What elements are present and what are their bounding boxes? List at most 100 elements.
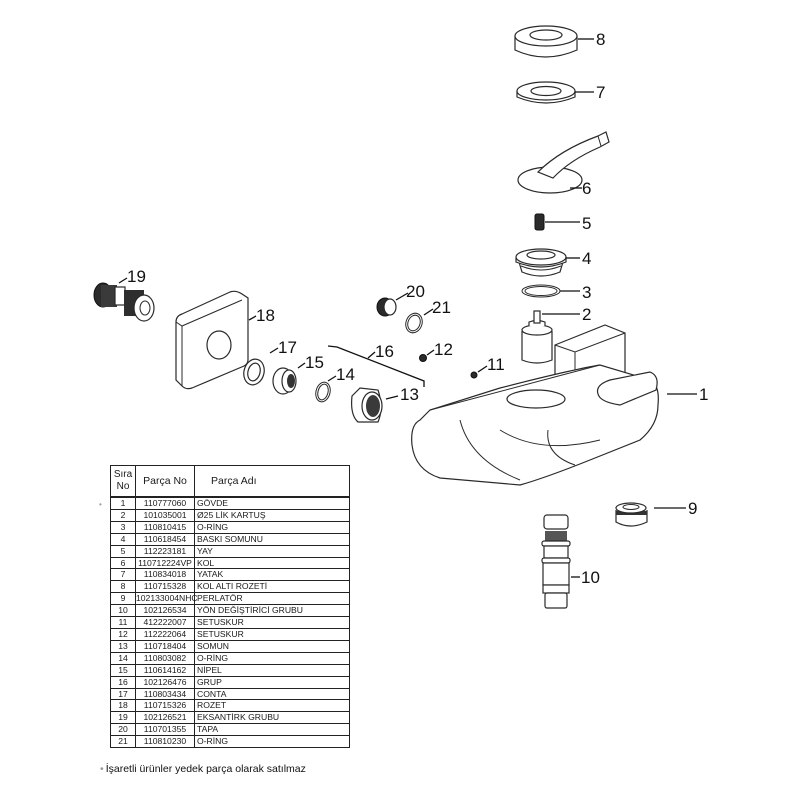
header-sira-line2: No — [116, 481, 130, 492]
row-sira-no: 6 — [110, 556, 136, 570]
row-sira-no: 7 — [110, 568, 136, 582]
row-parca-adi: O-RİNG — [194, 735, 350, 749]
row-parca-no: 110810415 — [135, 520, 195, 534]
part-4-pressure-nut — [515, 248, 567, 277]
row-sira-no: 14 — [110, 651, 136, 665]
part-17-gasket — [243, 358, 265, 386]
part-11-set-screw — [470, 371, 478, 379]
part-20-plug — [376, 297, 397, 317]
row-parca-adi: TAPA — [194, 723, 350, 737]
row-parca-no: 110618454 — [135, 532, 195, 546]
callout-11: 11 — [487, 355, 505, 374]
part-1-body — [411, 324, 659, 486]
callout-19: 19 — [127, 267, 146, 286]
row-parca-adi: SOMUN — [194, 639, 350, 653]
row-parca-adi: Ø25 LİK KARTUŞ — [194, 508, 350, 522]
row-parca-no: 102133004NHC — [135, 592, 198, 606]
header-sira-no: Sıra No — [110, 465, 136, 498]
row-sira-no: 8 — [110, 580, 136, 594]
callout-20: 20 — [406, 282, 425, 301]
callout-18: 18 — [256, 306, 275, 325]
row-parca-no: 110614162 — [135, 663, 195, 677]
row-parca-adi: O-RİNG — [194, 651, 350, 665]
row-sira-no: 17 — [110, 687, 136, 701]
row-parca-adi: ROZET — [194, 699, 350, 713]
callout-21: 21 — [432, 298, 451, 317]
row-parca-no: 110715328 — [135, 580, 195, 594]
leader-12 — [426, 349, 435, 356]
row-parca-adi: O-RİNG — [194, 520, 350, 534]
row-parca-no: 101035001 — [135, 508, 195, 522]
row-parca-adi: YATAK — [194, 568, 350, 582]
leader-17 — [269, 347, 279, 354]
row-parca-no: 110777060 — [135, 496, 195, 510]
row-sira-no: 13 — [110, 639, 136, 653]
callout-4: 4 — [582, 249, 591, 268]
callout-10: 10 — [581, 568, 600, 587]
row-parca-no: 110718404 — [135, 639, 195, 653]
callout-15: 15 — [305, 353, 324, 372]
row-parca-adi: KOL ALTI ROZETİ — [194, 580, 350, 594]
header-sira-line1: Sıra — [113, 469, 133, 480]
row-sira-no: 9 — [110, 592, 136, 606]
row-parca-no: 110715326 — [135, 699, 195, 713]
callout-6: 6 — [582, 179, 591, 198]
row-sira-no: 20 — [110, 723, 136, 737]
row-parca-no: 102126476 — [135, 675, 195, 689]
callout-5: 5 — [582, 214, 591, 233]
row-sira-no: 3 — [110, 520, 136, 534]
row-parca-adi: GÖVDE — [194, 496, 350, 510]
callout-1: 1 — [699, 385, 708, 404]
callout-3: 3 — [582, 283, 591, 302]
row-sira-no: 19 — [110, 711, 136, 725]
callout-16: 16 — [375, 342, 394, 361]
callout-17: 17 — [278, 338, 297, 357]
part-3-o-ring — [521, 284, 561, 298]
row-parca-no: 110803434 — [135, 687, 195, 701]
leader-13 — [385, 395, 399, 400]
callout-7: 7 — [596, 83, 605, 102]
row-sira-no: 11 — [110, 616, 136, 629]
row-sira-no: 18 — [110, 699, 136, 713]
part-5-spring — [534, 213, 545, 231]
header-parca-adi: Parça Adı — [194, 465, 350, 498]
callout-2: 2 — [582, 305, 591, 324]
leader-21 — [423, 308, 434, 316]
row-parca-no: 110712224VP — [135, 556, 195, 570]
part-18-rosette — [175, 290, 249, 390]
part-21-o-ring — [405, 312, 423, 334]
part-12-set-screw — [419, 354, 427, 362]
callout-8: 8 — [596, 30, 605, 49]
row-parca-adi: EKSANTİRK GRUBU — [194, 711, 350, 725]
row-parca-no: 110810230 — [135, 735, 195, 749]
leader-14 — [327, 375, 337, 382]
row-parca-no: 110834018 — [135, 568, 195, 582]
callout-14: 14 — [336, 365, 355, 384]
leader-15 — [297, 362, 306, 369]
row-parca-no: 102126534 — [135, 604, 195, 618]
row-parca-no: 110803082 — [135, 651, 195, 665]
leader-18 — [248, 315, 257, 321]
row-parca-adi: SETUSKUR — [194, 627, 350, 641]
part-6-lever — [517, 131, 610, 194]
row-sira-no: 4 — [110, 532, 136, 546]
row-sira-no: 21 — [110, 735, 136, 749]
part-13-nut — [351, 387, 383, 423]
callout-12: 12 — [434, 340, 453, 359]
part-19-eccentric — [93, 282, 155, 322]
